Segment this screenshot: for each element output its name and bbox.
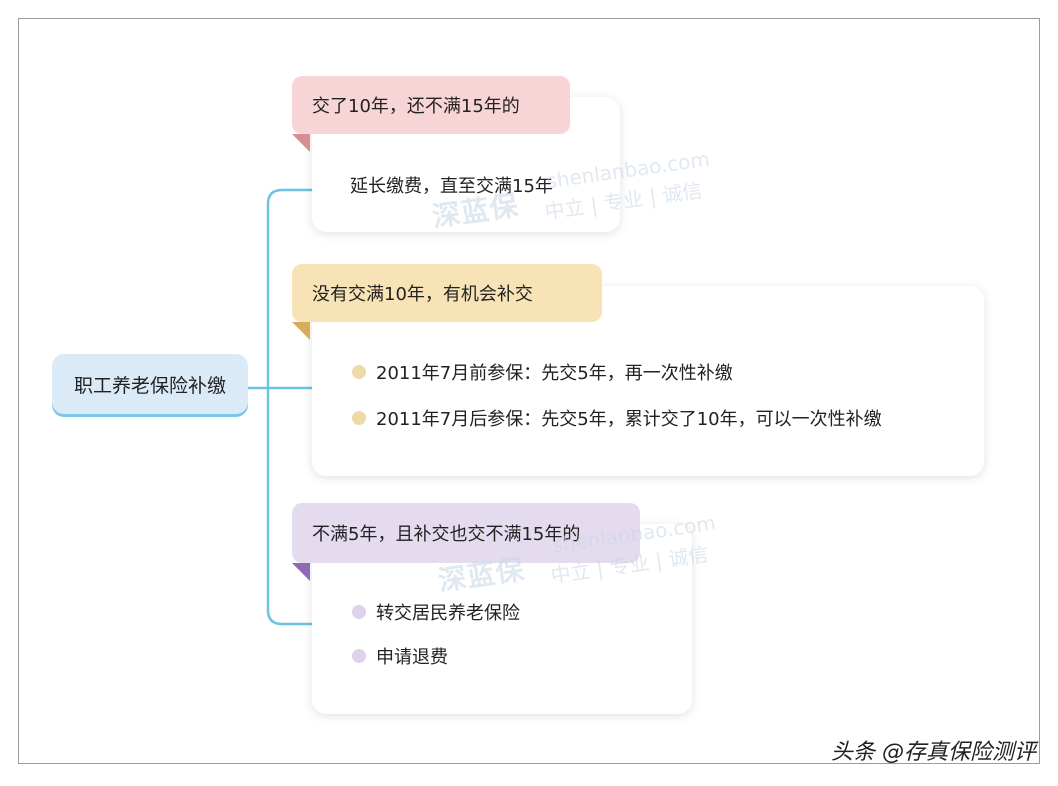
bullet-dot — [352, 411, 366, 425]
connector-vertical — [266, 188, 312, 626]
branch-1-fold — [292, 134, 310, 152]
branch-3-item-1-text: 转交居民养老保险 — [376, 603, 520, 624]
branch-2-title: 没有交满10年，有机会补交 — [292, 264, 602, 322]
branch-3-item-2-text: 申请退费 — [376, 647, 448, 668]
branch-3-fold — [292, 563, 310, 581]
root-node: 职工养老保险补缴 — [52, 354, 248, 414]
branch-2-item-1: 2011年7月前参保：先交5年，再一次性补缴 — [352, 359, 733, 385]
branch-2-item-1-text: 2011年7月前参保：先交5年，再一次性补缴 — [376, 363, 733, 384]
source-credit: 头条 @存真保险测评 — [831, 740, 1036, 765]
bullet-dot — [352, 649, 366, 663]
bullet-dot — [352, 605, 366, 619]
branch-3-item-2: 申请退费 — [352, 643, 448, 669]
branch-3-item-1: 转交居民养老保险 — [352, 599, 520, 625]
root-label: 职工养老保险补缴 — [73, 374, 226, 397]
branch-1-item-1: 延长缴费，直至交满15年 — [350, 176, 553, 197]
bullet-dot — [352, 365, 366, 379]
branch-3-title: 不满5年，且补交也交不满15年的 — [292, 503, 640, 563]
branch-2-fold — [292, 322, 310, 340]
branch-2-item-2: 2011年7月后参保：先交5年，累计交了10年，可以一次性补缴 — [352, 405, 882, 431]
branch-1-title: 交了10年，还不满15年的 — [292, 76, 570, 134]
branch-2-item-2-text: 2011年7月后参保：先交5年，累计交了10年，可以一次性补缴 — [376, 409, 882, 430]
